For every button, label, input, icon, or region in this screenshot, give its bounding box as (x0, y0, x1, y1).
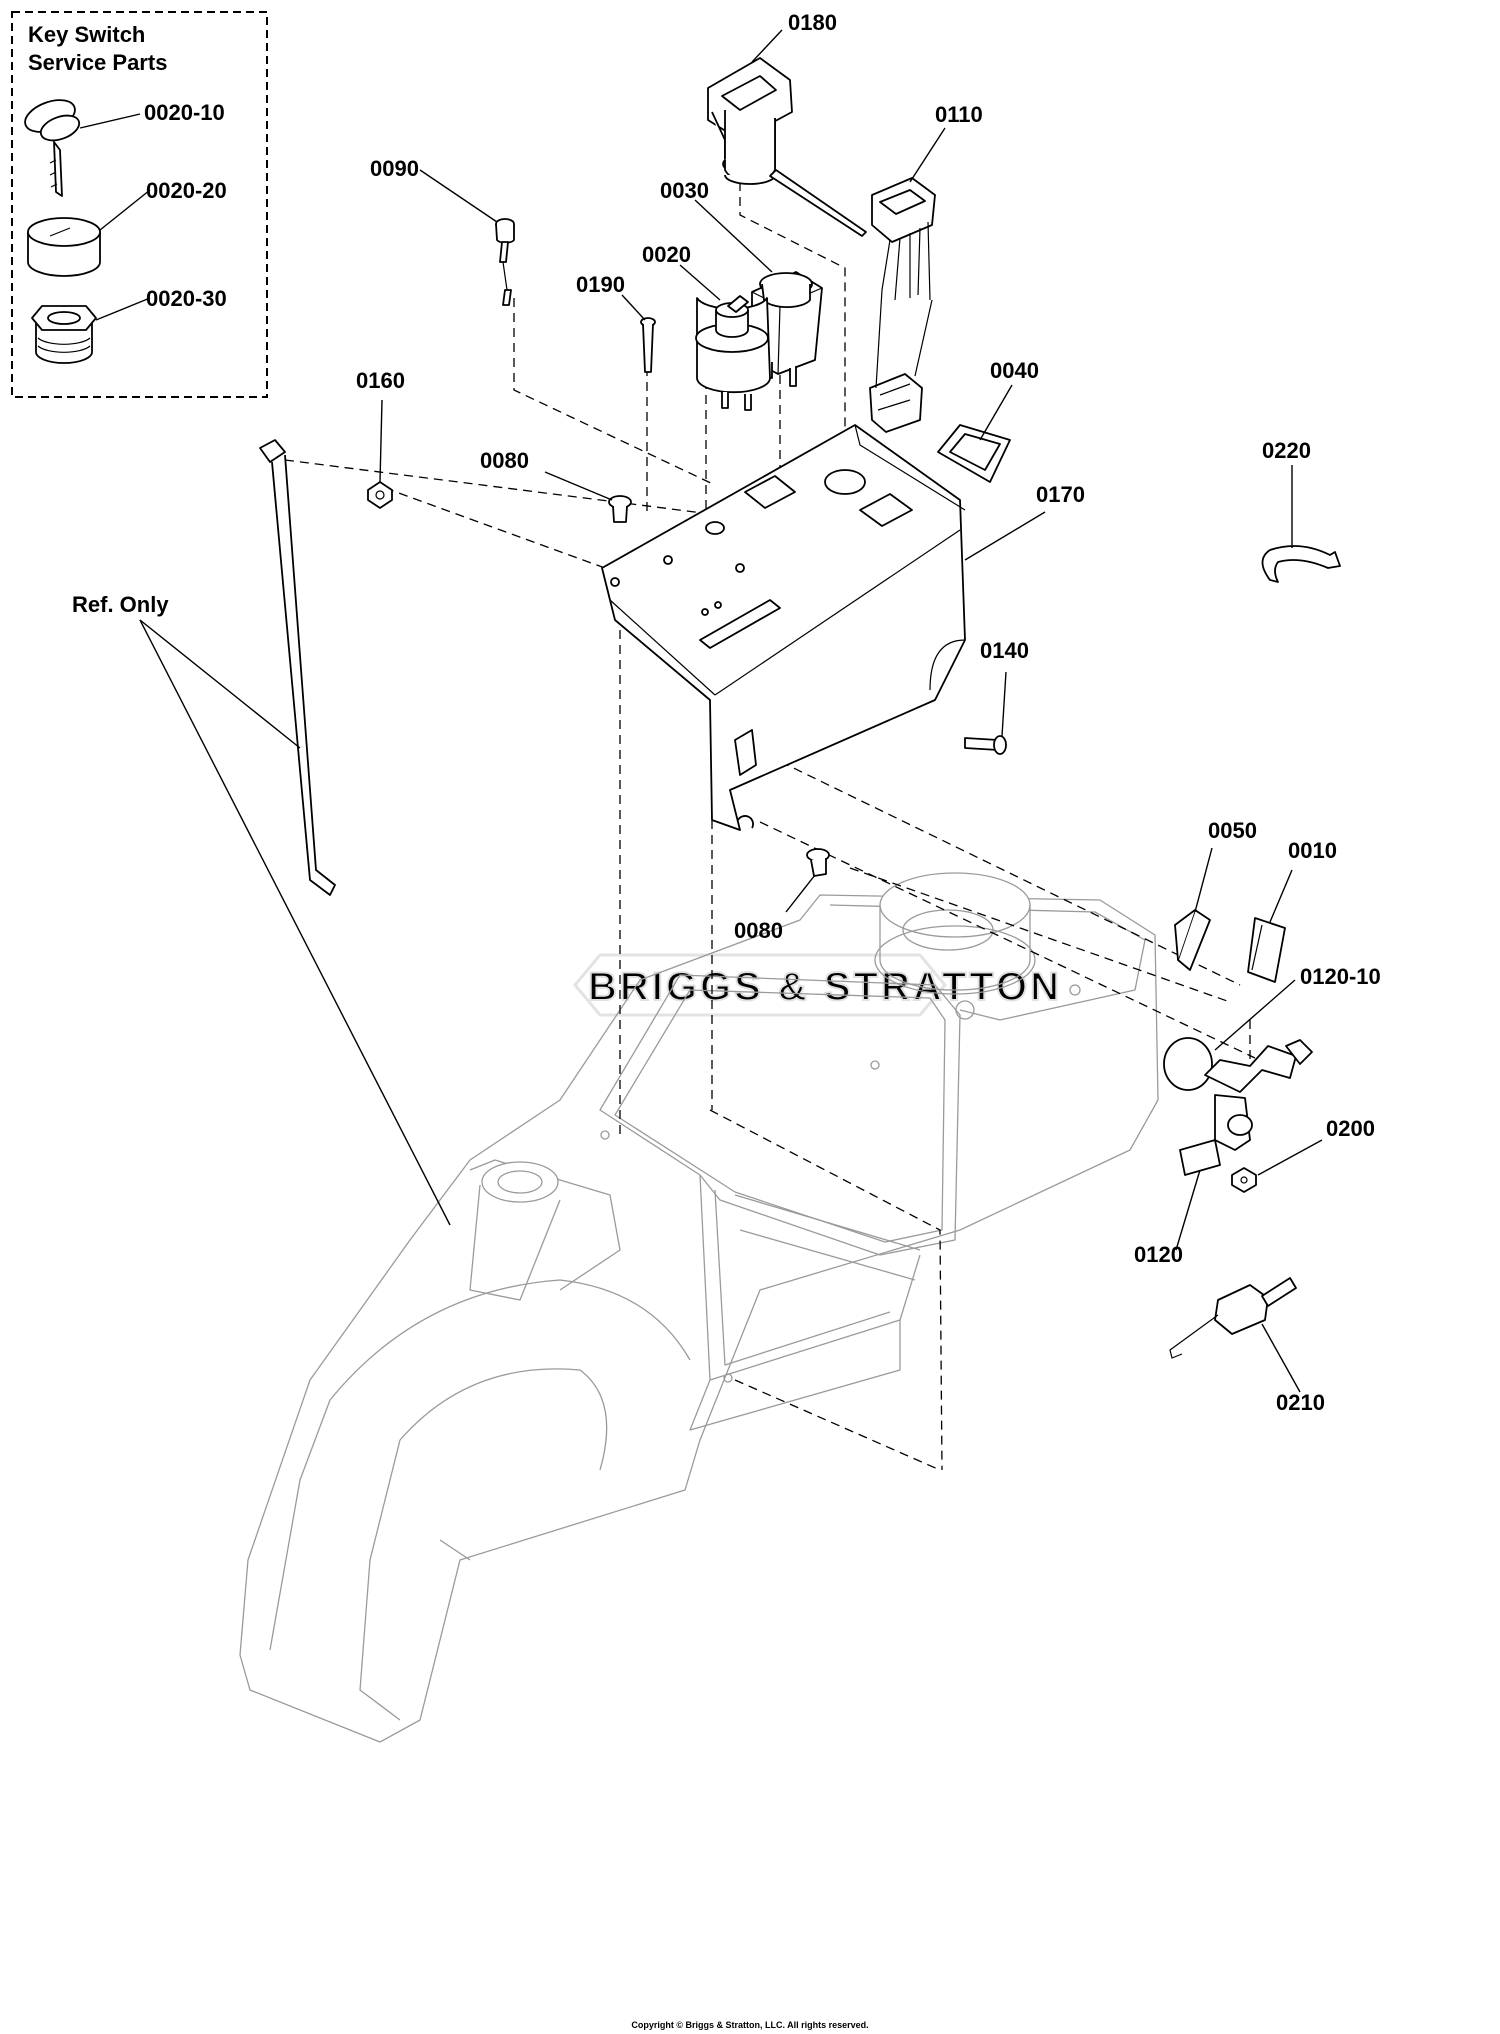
copyright-notice: Copyright © Briggs & Stratton, LLC. All … (631, 2020, 868, 2030)
nut-0200-part-drawing (1231, 1167, 1257, 1193)
callout-0110: 0110 (935, 102, 983, 127)
cable-clip-part-drawing (1261, 545, 1341, 583)
callout-0080-lower: 0080 (734, 918, 783, 943)
hour-meter-part-drawing (869, 177, 936, 433)
power-outlet-part-drawing (707, 57, 867, 237)
callout-0030: 0030 (660, 178, 709, 203)
console-bracket-part-drawing (601, 424, 966, 831)
inset-title-line2: Service Parts (28, 50, 167, 75)
nut-0160-part-drawing (367, 481, 393, 509)
screw-0190-part-drawing (640, 317, 656, 373)
callout-0170: 0170 (1036, 482, 1085, 507)
callout-0220: 0220 (1262, 438, 1311, 463)
callout-0200: 0200 (1326, 1116, 1375, 1141)
callout-0140: 0140 (980, 638, 1029, 663)
cover-plate-part-drawing (1247, 917, 1286, 983)
interlock-switch-part-drawing (1169, 1277, 1297, 1359)
callout-0020-20: 0020-20 (146, 178, 227, 203)
callout-0210: 0210 (1276, 1390, 1325, 1415)
callout-ref-only: Ref. Only (72, 592, 169, 617)
callout-0090: 0090 (370, 156, 419, 181)
brand-watermark: BRIGGS & STRATTON (573, 953, 1062, 1017)
lift-lever-part-drawing (1163, 1037, 1313, 1176)
callout-0180: 0180 (788, 10, 837, 35)
keys-part-drawing (24, 99, 81, 197)
callout-0120-10: 0120-10 (1300, 964, 1381, 989)
callout-0190: 0190 (576, 272, 625, 297)
callout-0010: 0010 (1288, 838, 1337, 863)
cable-tie-part-drawing (259, 439, 336, 896)
switch-nut-part-drawing (31, 305, 97, 364)
callout-labels: 0180 0110 0090 0030 0020 0190 0160 0040 … (72, 10, 1381, 1415)
bolt-0140-part-drawing (964, 735, 1007, 755)
leader-lines (139, 29, 1323, 1393)
callout-0120: 0120 (1134, 1242, 1183, 1267)
inset-border (11, 11, 268, 398)
console-body-reference (239, 872, 1159, 1743)
ignition-switch-part-drawing (695, 295, 771, 411)
key-cap-part-drawing (27, 217, 101, 277)
gasket-part-drawing (1174, 909, 1211, 971)
callout-0020-30: 0020-30 (146, 286, 227, 311)
callout-0080-upper: 0080 (480, 448, 529, 473)
callout-0020: 0020 (642, 242, 691, 267)
inset-title-line1: Key Switch (28, 22, 145, 47)
callout-0040: 0040 (990, 358, 1039, 383)
screw-0080-upper-part-drawing (608, 495, 632, 523)
watermark-text: BRIGGS & STRATTON (588, 965, 1062, 1009)
bezel-part-drawing (937, 424, 1011, 483)
screw-0080-lower-part-drawing (806, 848, 830, 877)
callout-0020-10: 0020-10 (144, 100, 225, 125)
callout-0160: 0160 (356, 368, 405, 393)
callout-0050: 0050 (1208, 818, 1257, 843)
key-switch-inset: Key Switch Service Parts 0020-10 0020-20… (11, 11, 268, 398)
small-switch-part-drawing (495, 218, 515, 306)
